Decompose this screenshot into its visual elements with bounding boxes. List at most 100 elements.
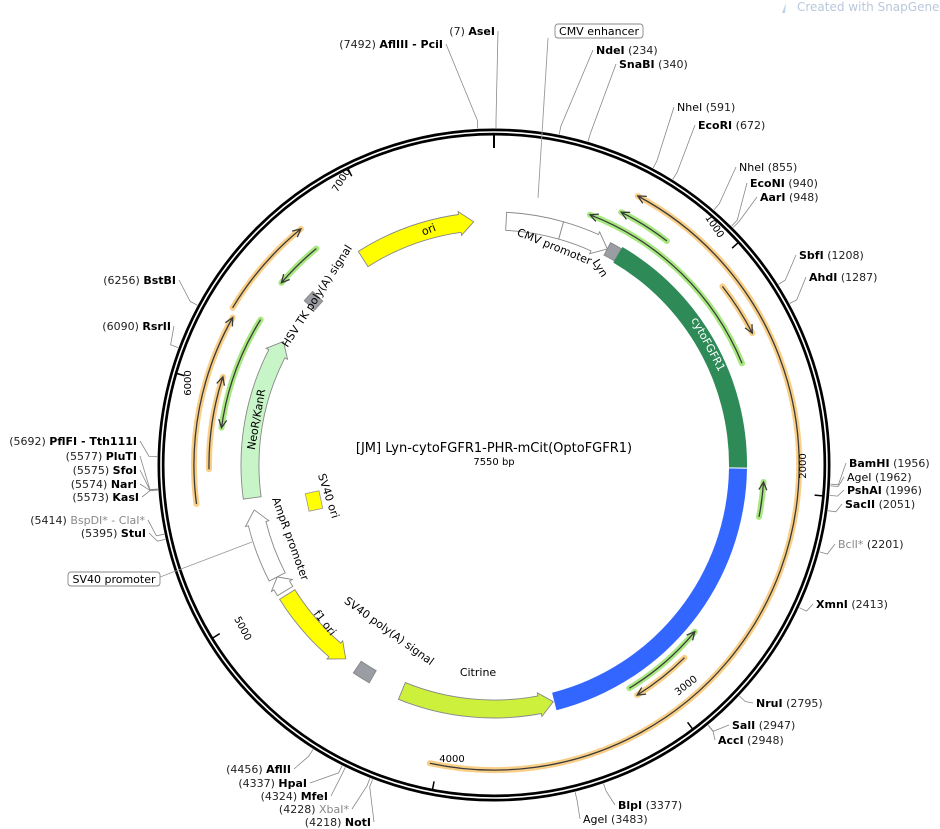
enzyme-site-bstbi[interactable]: (6256) BstBI <box>103 274 176 287</box>
enzyme-leader-line <box>139 440 158 458</box>
enzyme-position: (4228) <box>279 803 316 816</box>
primer-orange[interactable] <box>719 283 756 337</box>
enzyme-site-agei[interactable]: AgeI (3483) <box>583 813 648 826</box>
backbone-inner-line <box>160 131 828 799</box>
primer-green[interactable] <box>278 245 320 286</box>
enzyme-site-noti[interactable]: (4218) NotI <box>305 816 371 829</box>
enzyme-site-stui[interactable]: (5395) StuI <box>81 527 146 540</box>
feature-lyn[interactable] <box>603 242 623 262</box>
feature-cmv-promoter[interactable] <box>558 221 608 255</box>
enzyme-site-nhei[interactable]: NheI (591) <box>677 101 735 114</box>
enzyme-site-pflfi-tth111i[interactable]: (5692) PflFI - Tth111I <box>9 435 137 448</box>
enzyme-site-hpai[interactable]: (4337) HpaI <box>238 777 307 790</box>
feature-label-ori[interactable]: ori <box>420 221 438 238</box>
primer-arrowhead-icon <box>291 227 303 238</box>
feature-cytofgfr1[interactable] <box>613 247 748 468</box>
enzyme-position: (5573) <box>72 491 109 504</box>
enzyme-name: PflFI - Tth111I <box>49 435 137 448</box>
feature-ampr-promoter[interactable] <box>244 509 286 582</box>
feature-label-sv40-poly-a-signal[interactable]: SV40 poly(A) signal <box>342 594 437 668</box>
enzyme-leader-line <box>170 325 179 348</box>
feature-label-hsv-tk-poly-a-signal[interactable]: HSV TK poly(A) signal <box>279 243 355 350</box>
enzyme-site-ahdi[interactable]: AhdI (1287) <box>809 271 877 284</box>
feature-f1-ori[interactable] <box>278 589 347 660</box>
enzyme-leader-line <box>732 196 758 228</box>
feature-hsv-tk-poly-a-signal[interactable] <box>303 290 324 311</box>
primer-orange[interactable] <box>190 314 236 507</box>
primer-orange[interactable] <box>205 373 226 473</box>
enzyme-name: AgeI <box>847 471 872 484</box>
enzyme-name: AgeI <box>583 813 608 826</box>
enzyme-name: PluTI <box>106 450 137 463</box>
enzyme-leader-line <box>495 30 499 128</box>
enzyme-site-sacii[interactable]: SacII (2051) <box>845 498 915 511</box>
feature-neor-kanr[interactable] <box>240 340 289 500</box>
enzyme-position: (5577) <box>66 450 103 463</box>
enzyme-position: (2795) <box>786 697 823 710</box>
tick-mark <box>431 781 435 790</box>
enzyme-site-asei[interactable]: (7) AseI <box>449 25 495 38</box>
feature-sv40-ori[interactable] <box>304 490 324 512</box>
enzyme-site-xmni[interactable]: XmnI (2413) <box>816 598 888 611</box>
enzyme-name: KasI <box>112 491 139 504</box>
enzyme-name: XmnI <box>816 598 848 611</box>
enzyme-site-sbfi[interactable]: SbfI (1208) <box>799 249 864 262</box>
enzyme-position: (940) <box>788 177 818 190</box>
feature-label-lyn[interactable]: Lyn <box>590 257 611 280</box>
enzyme-name: AhdI <box>809 271 837 284</box>
feature-label-cmv-enhancer[interactable]: CMV enhancer <box>559 25 639 38</box>
enzyme-site-econi[interactable]: EcoNI (940) <box>750 177 818 190</box>
primer-green[interactable] <box>218 316 264 431</box>
enzyme-leader-line <box>707 725 716 741</box>
enzyme-site-nari[interactable]: (5574) NarI <box>71 478 137 491</box>
enzyme-site-aari[interactable]: AarI (948) <box>760 191 819 204</box>
enzyme-site-ndei[interactable]: NdeI (234) <box>596 44 658 57</box>
enzyme-site-bcli[interactable]: BclI* (2201) <box>838 538 903 551</box>
feature-sv40-poly-a-signal[interactable] <box>352 660 377 684</box>
enzyme-site-kasi[interactable]: (5573) KasI <box>72 491 139 504</box>
tick-mark <box>176 372 185 377</box>
primer-arrowhead-icon <box>635 687 647 696</box>
enzyme-name: StuI <box>121 527 146 540</box>
enzyme-site-agei[interactable]: AgeI (1962) <box>847 471 912 484</box>
enzyme-site-pshai[interactable]: PshAI (1996) <box>847 484 922 497</box>
feature-phr[interactable] <box>552 468 747 711</box>
feature-leader-line <box>537 37 549 199</box>
enzyme-leader-line <box>778 254 797 285</box>
enzyme-site-blpi[interactable]: BlpI (3377) <box>618 799 682 812</box>
enzyme-position: (948) <box>789 191 819 204</box>
enzyme-name: BstBI <box>143 274 176 287</box>
enzyme-site-rsrii[interactable]: (6090) RsrII <box>102 320 171 333</box>
primer-orange[interactable] <box>426 193 803 773</box>
enzyme-name: PshAI <box>847 484 882 497</box>
enzyme-site-sali[interactable]: SalI (2947) <box>732 719 795 732</box>
enzyme-leader-line <box>819 543 836 555</box>
enzyme-site-aflii[interactable]: (4456) AflII <box>226 763 291 776</box>
feature-label-sv40-promoter[interactable]: SV40 promoter <box>72 573 156 586</box>
enzyme-position: (5414) <box>30 514 67 527</box>
enzyme-site-afliii-pcii[interactable]: (7492) AflIII - PciI <box>339 38 443 51</box>
primer-green[interactable] <box>587 211 745 367</box>
primer-green[interactable] <box>756 479 768 520</box>
enzyme-site-xbai[interactable]: (4228) XbaI* <box>279 803 350 816</box>
enzyme-site-pluti[interactable]: (5577) PluTI <box>66 450 137 463</box>
primer-green[interactable] <box>626 628 698 692</box>
enzyme-site-nhei[interactable]: NheI (855) <box>739 161 797 174</box>
enzyme-site-snabi[interactable]: SnaBI (340) <box>619 58 688 71</box>
enzyme-name: AccI <box>718 734 744 747</box>
primer-orange[interactable] <box>634 654 688 699</box>
feature-citrine[interactable] <box>397 682 554 719</box>
enzyme-site-mfei[interactable]: (4324) MfeI <box>261 790 328 803</box>
enzyme-site-bspdi-clai[interactable]: (5414) BspDI* - ClaI* <box>30 514 145 527</box>
feature-sv40-promoter[interactable] <box>270 576 294 597</box>
feature-ori[interactable] <box>357 210 475 268</box>
primer-green[interactable] <box>618 209 670 244</box>
enzyme-leader-line <box>731 182 748 227</box>
feature-label-citrine[interactable]: Citrine <box>460 666 497 679</box>
enzyme-site-nrui[interactable]: NruI (2795) <box>756 697 823 710</box>
primer-orange[interactable] <box>229 225 304 311</box>
enzyme-site-sfoi[interactable]: (5575) SfoI <box>73 464 137 477</box>
enzyme-site-bamhi[interactable]: BamHI (1956) <box>849 457 930 470</box>
enzyme-site-ecori[interactable]: EcoRI (672) <box>698 119 765 132</box>
enzyme-site-acci[interactable]: AccI (2948) <box>718 734 784 747</box>
